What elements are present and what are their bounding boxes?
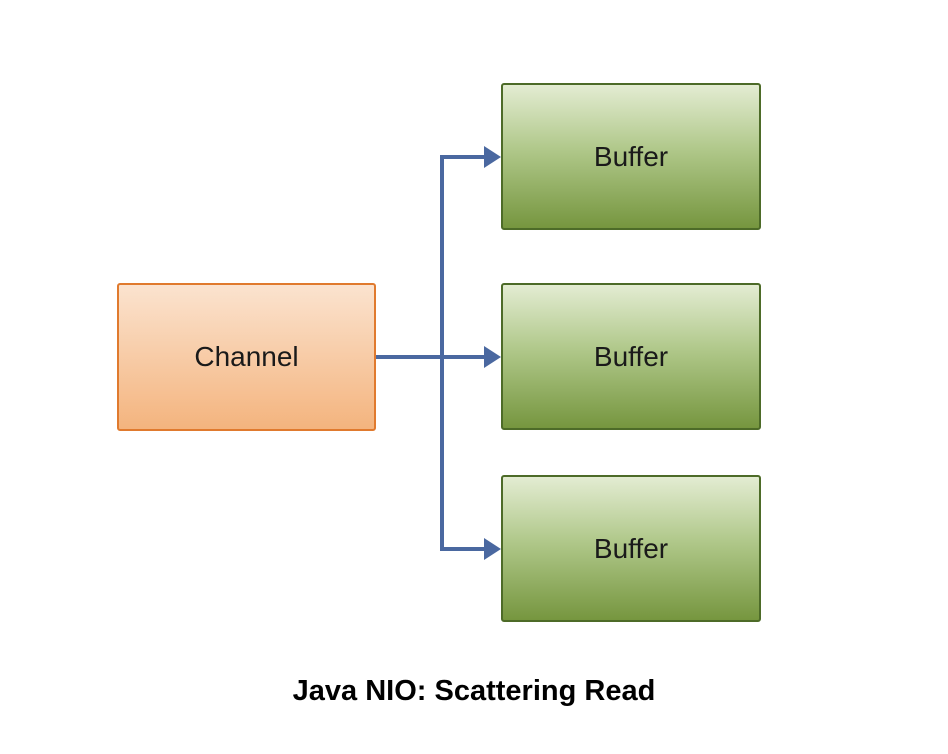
- buffer-label-1: Buffer: [593, 140, 669, 172]
- arrowhead-2: [484, 346, 501, 368]
- buffer-box-2: Buffer: [501, 283, 761, 430]
- arrowhead-3: [484, 538, 501, 560]
- buffer-box-1: Buffer: [501, 83, 761, 230]
- diagram-caption: Java NIO: Scattering Read: [292, 675, 656, 707]
- arrowhead-1: [484, 146, 501, 168]
- buffer-box-3: Buffer: [501, 475, 761, 622]
- channel-box: Channel: [117, 283, 376, 431]
- buffer-label-3: Buffer: [593, 532, 669, 564]
- channel-label: Channel: [194, 341, 299, 372]
- buffer-label-2: Buffer: [593, 340, 669, 372]
